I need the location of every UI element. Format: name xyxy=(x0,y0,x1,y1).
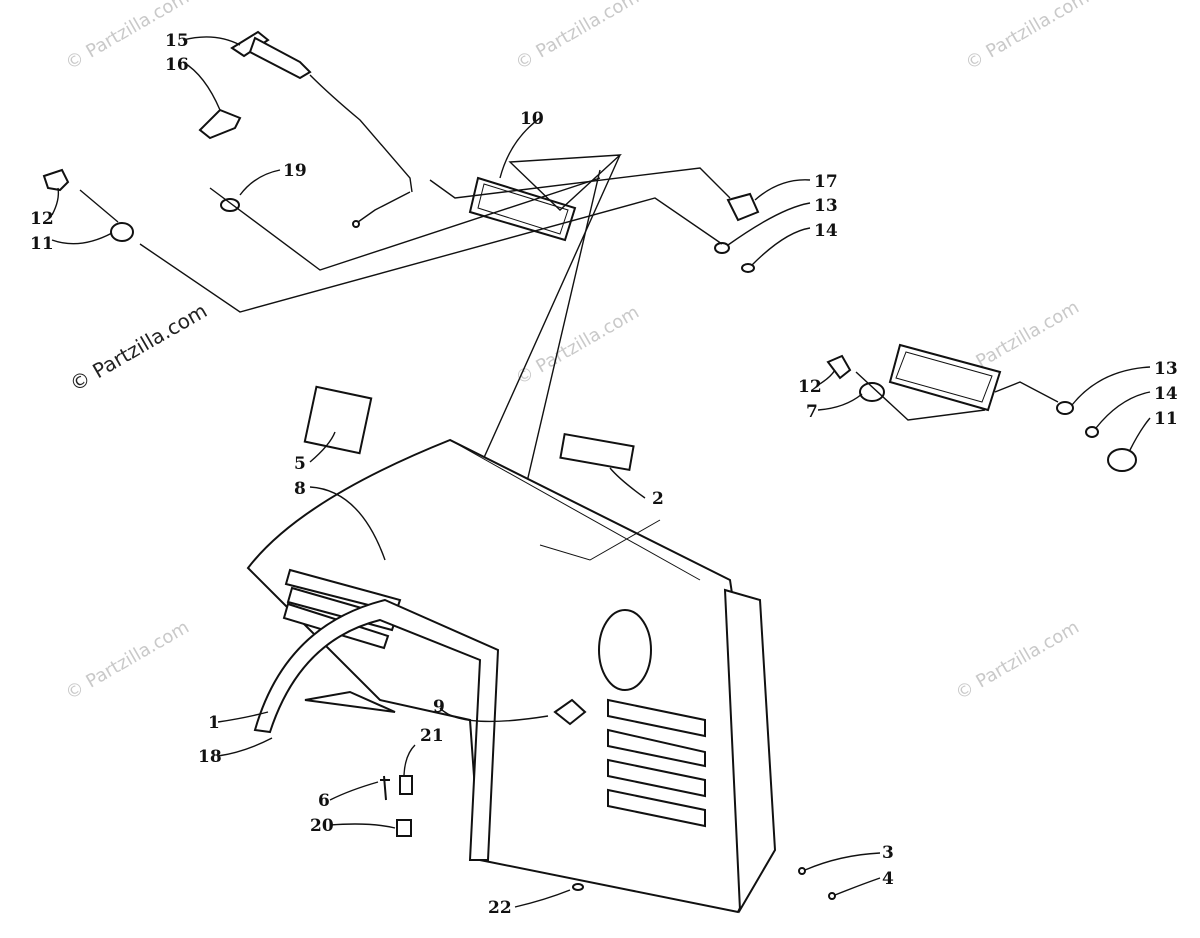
callout-20: 20 xyxy=(310,816,334,836)
callout-14-top: 14 xyxy=(814,221,838,241)
grommet-19 xyxy=(220,198,240,212)
callout-16: 16 xyxy=(165,55,189,75)
callout-10: 10 xyxy=(520,109,544,129)
callout-22: 22 xyxy=(488,898,512,918)
watermark-faded: © Partzilla.com xyxy=(512,302,643,390)
callout-13-right: 13 xyxy=(1154,359,1178,379)
callout-2: 2 xyxy=(652,489,664,509)
callout-11-right: 11 xyxy=(1154,409,1178,429)
watermark-faded: © Partzilla.com xyxy=(962,0,1093,74)
callout-8: 8 xyxy=(294,479,306,499)
decal-2 xyxy=(559,432,635,472)
callout-19: 19 xyxy=(283,161,307,181)
callout-21: 21 xyxy=(420,726,444,746)
callout-7: 7 xyxy=(806,402,818,422)
callout-18: 18 xyxy=(198,747,222,767)
watermark-faded: © Partzilla.com xyxy=(62,617,193,705)
callout-4: 4 xyxy=(882,869,894,889)
callout-11-left: 11 xyxy=(30,234,54,254)
callout-1: 1 xyxy=(208,713,220,733)
right-exploded-parts xyxy=(826,343,1137,472)
switch-17 xyxy=(714,192,760,273)
callout-12-right: 12 xyxy=(798,377,822,397)
clip-20 xyxy=(396,819,412,837)
callout-17: 17 xyxy=(814,172,838,192)
leader-lines xyxy=(51,36,1151,908)
watermark-faded: © Partzilla.com xyxy=(512,0,643,74)
screw-6 xyxy=(380,775,390,801)
washer-4 xyxy=(828,892,836,900)
watermark-faded: © Partzilla.com xyxy=(952,617,1083,705)
knob-left xyxy=(42,168,134,242)
callout-9: 9 xyxy=(433,697,445,717)
callouts: 15 16 19 10 12 11 17 13 14 12 7 13 14 11… xyxy=(30,31,1178,918)
callout-12-left: 12 xyxy=(30,209,54,229)
rivet-22 xyxy=(572,883,584,891)
washer-3 xyxy=(798,867,806,875)
callout-5: 5 xyxy=(294,454,306,474)
choke-cable-part xyxy=(198,30,413,228)
callout-6: 6 xyxy=(318,791,330,811)
assembly-lines-upper xyxy=(79,154,731,641)
callout-15: 15 xyxy=(165,31,189,51)
callout-3: 3 xyxy=(882,843,894,863)
hood-panel-body xyxy=(246,385,836,914)
nut-21 xyxy=(399,775,413,795)
watermark-main: © Partzilla.com xyxy=(66,298,212,396)
decal-5 xyxy=(303,385,373,455)
callout-14-right: 14 xyxy=(1154,384,1178,404)
callout-13-top: 13 xyxy=(814,196,838,216)
